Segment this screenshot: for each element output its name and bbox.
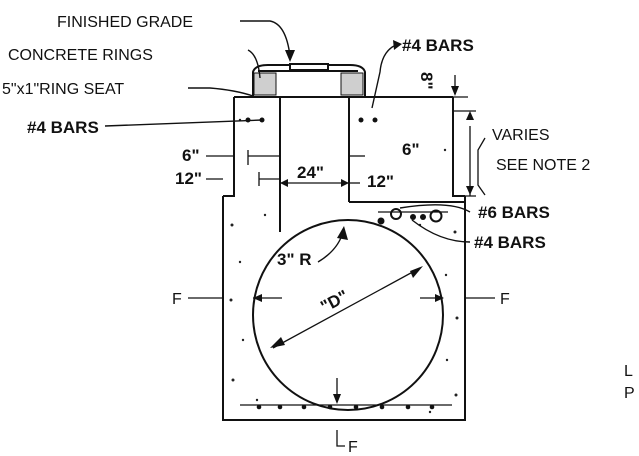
label-dim-6-left: 6" xyxy=(182,146,200,165)
pipe-circle xyxy=(252,219,444,411)
label-varies: VARIES xyxy=(492,127,550,144)
chamber-body xyxy=(222,196,466,421)
label-see-note: SEE NOTE 2 xyxy=(496,157,590,174)
label-bars4-top-right: #4 BARS xyxy=(402,36,474,55)
label-finished-grade: FINISHED GRADE xyxy=(57,14,193,31)
concrete-rings xyxy=(252,63,366,97)
label-bars4-right: #4 BARS xyxy=(474,233,546,252)
label-section-f-bottom: F xyxy=(348,439,358,456)
label-partial-p: P xyxy=(624,385,635,402)
label-bars4-left: #4 BARS xyxy=(27,118,99,137)
label-bars6: #6 BARS xyxy=(478,203,550,222)
label-dim-12-right: 12" xyxy=(367,172,394,191)
label-dim-24: 24" xyxy=(297,163,324,182)
label-concrete-rings: CONCRETE RINGS xyxy=(8,47,153,64)
label-dim-12-left: 12" xyxy=(175,169,202,188)
concrete-speckle xyxy=(229,118,459,414)
dimensions xyxy=(188,75,495,447)
label-diameter: "D" xyxy=(317,286,351,316)
label-section-f-right: F xyxy=(500,291,510,308)
label-radius-3: 3" R xyxy=(277,250,312,269)
label-dim-6-right: 6" xyxy=(402,140,420,159)
label-dim-8: 8" xyxy=(417,72,436,90)
label-partial-l: L xyxy=(624,363,633,380)
label-section-f-left: F xyxy=(172,291,182,308)
rebar-dots xyxy=(245,117,448,410)
leaders xyxy=(104,20,471,263)
label-ring-seat: 5"x1"RING SEAT xyxy=(2,81,124,98)
